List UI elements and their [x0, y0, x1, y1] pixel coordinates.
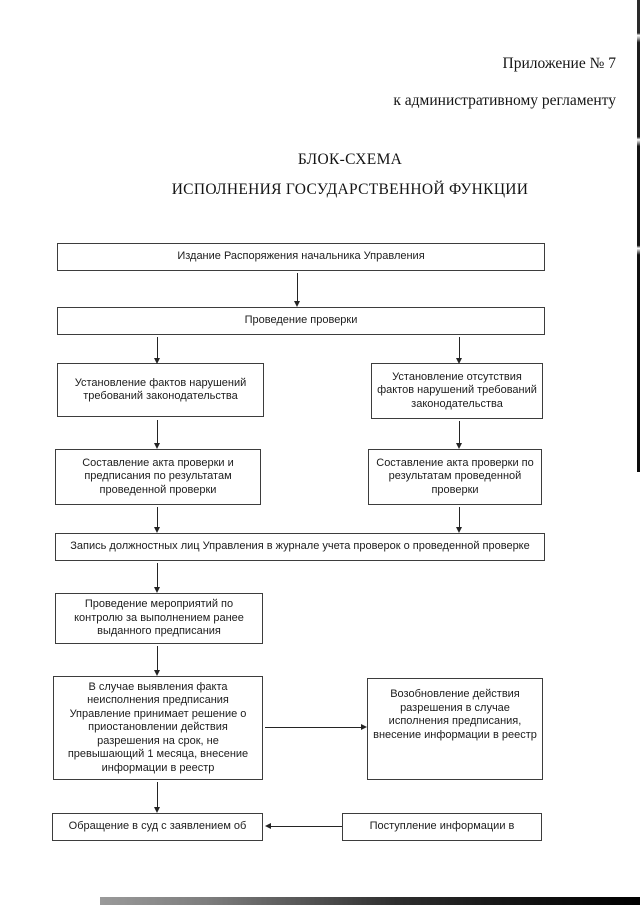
- arrowhead-left: [265, 822, 271, 829]
- arrowhead-down: [153, 807, 160, 813]
- appendix-sublabel: к административному регламенту: [393, 92, 616, 109]
- arrow-journal-to-control: [153, 563, 160, 593]
- flow-node-act-only: Составление акта проверки по результатам…: [368, 449, 542, 505]
- arrow-violations-absent-to-act: [455, 421, 462, 449]
- doc-title-line1: БЛОК-СХЕМА: [297, 151, 403, 168]
- arrow-issue-to-inspection: [293, 273, 300, 307]
- arrowhead-down: [455, 443, 462, 449]
- arrowhead-down: [293, 301, 300, 307]
- flow-node-control-measures: Проведение мероприятий по контролю за вы…: [55, 593, 263, 644]
- scan-artifact-right-edge: [637, 0, 640, 472]
- flow-node-court-appeal: Обращение в суд с заявлением об: [52, 813, 263, 841]
- arrowhead-down: [153, 443, 160, 449]
- arrow-suspension-to-resumption: [265, 723, 367, 730]
- arrow-info-to-court: [265, 822, 342, 829]
- arrowhead-down: [153, 527, 160, 533]
- appendix-label: Приложение № 7: [502, 55, 616, 72]
- arrow-control-to-suspension: [153, 646, 160, 676]
- doc-title-line2: ИСПОЛНЕНИЯ ГОСУДАРСТВЕННОЙ ФУНКЦИИ: [171, 181, 529, 198]
- arrow-violations-found-to-act: [153, 420, 160, 449]
- flow-node-suspension-decision: В случае выявления факта неисполнения пр…: [53, 676, 263, 780]
- flow-node-inspection: Проведение проверки: [57, 307, 545, 335]
- flow-node-resumption: Возобновление действия разрешения в случ…: [367, 678, 543, 780]
- arrow-inspection-to-violations-found: [153, 337, 160, 364]
- flow-node-journal-record: Запись должностных лиц Управления в журн…: [55, 533, 545, 561]
- arrowhead-down: [153, 587, 160, 593]
- flow-node-act-and-order: Составление акта проверки и предписания …: [55, 449, 261, 505]
- arrowhead-down: [455, 358, 462, 364]
- arrow-act-to-journal-left: [153, 507, 160, 533]
- scan-artifact-bottom-bar: [100, 897, 640, 905]
- arrowhead-down: [455, 527, 462, 533]
- flow-node-issue-order: Издание Распоряжения начальника Управлен…: [57, 243, 545, 271]
- flow-node-violations-found: Установление фактов нарушений требований…: [57, 363, 264, 417]
- arrowhead-down: [153, 358, 160, 364]
- flow-node-violations-absent: Установление отсутствия фактов нарушений…: [371, 363, 543, 419]
- arrow-suspension-to-court: [153, 782, 160, 813]
- arrowhead-right: [361, 723, 367, 730]
- arrowhead-down: [153, 670, 160, 676]
- arrow-inspection-to-violations-absent: [455, 337, 462, 364]
- flow-node-info-received: Поступление информации в: [342, 813, 542, 841]
- arrow-act-to-journal-right: [455, 507, 462, 533]
